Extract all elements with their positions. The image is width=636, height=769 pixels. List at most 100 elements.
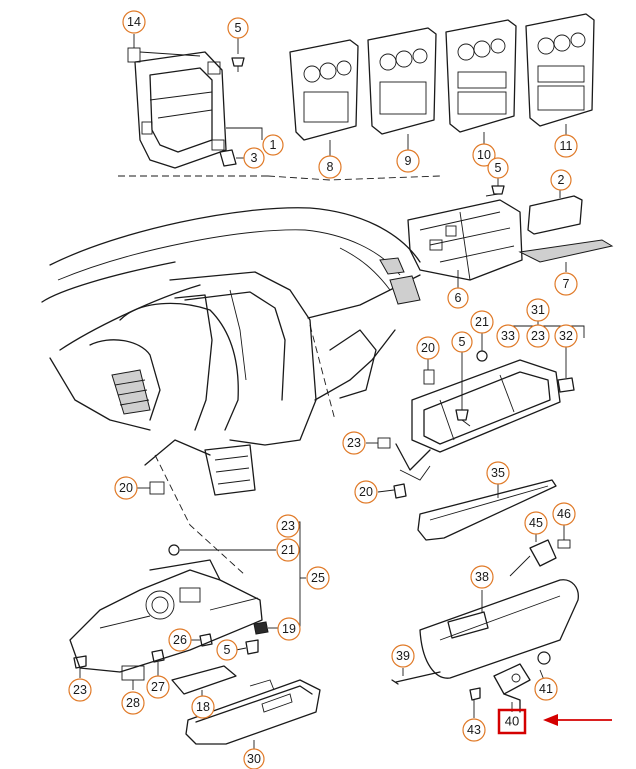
callout-30: 30 <box>243 748 265 769</box>
callout-38: 38 <box>470 565 494 589</box>
callout-45: 45 <box>524 511 548 535</box>
callout-3: 3 <box>243 147 265 169</box>
callout-20: 20 <box>114 476 138 500</box>
callout-23: 23 <box>526 324 550 348</box>
callout-21: 21 <box>276 538 300 562</box>
part-trim-bezel-10 <box>445 19 517 146</box>
callout-10: 10 <box>472 143 496 167</box>
svg-text:21: 21 <box>475 315 489 329</box>
svg-text:10: 10 <box>477 148 491 162</box>
svg-text:7: 7 <box>563 277 570 291</box>
part-clip-3 <box>219 149 244 167</box>
callout-5: 5 <box>216 639 238 661</box>
svg-text:26: 26 <box>173 633 187 647</box>
callout-32: 32 <box>554 324 578 348</box>
callout-46: 46 <box>552 502 576 526</box>
part-lower-left-panel <box>69 521 306 690</box>
svg-text:19: 19 <box>282 622 296 636</box>
callout-5: 5 <box>227 17 249 39</box>
svg-text:2: 2 <box>558 173 565 187</box>
part-glovebox-lid-38 <box>419 579 579 679</box>
svg-text:3: 3 <box>251 151 258 165</box>
callout-5: 5 <box>451 331 473 353</box>
callout-19: 19 <box>277 617 301 641</box>
callout-21: 21 <box>470 310 494 334</box>
callout-7: 7 <box>554 272 578 296</box>
part-screw-43 <box>469 687 481 718</box>
svg-text:32: 32 <box>559 329 573 343</box>
callout-33: 33 <box>496 324 520 348</box>
callout-23: 23 <box>342 431 366 455</box>
dashed-outline <box>118 175 441 576</box>
svg-text:6: 6 <box>455 291 462 305</box>
highlight-arrow <box>543 714 612 726</box>
part-trim-bezel-9 <box>367 27 437 150</box>
part-radio-bracket-6 <box>407 199 523 290</box>
svg-text:1: 1 <box>270 138 277 152</box>
callout-35: 35 <box>486 461 510 485</box>
callout-28: 28 <box>121 691 145 715</box>
callout-26: 26 <box>168 628 192 652</box>
callout-18: 18 <box>191 695 215 719</box>
callout-43: 43 <box>462 718 486 742</box>
callout-41: 41 <box>534 677 558 701</box>
svg-text:20: 20 <box>421 341 435 355</box>
svg-text:35: 35 <box>491 466 505 480</box>
part-mat-7 <box>518 239 614 272</box>
svg-text:27: 27 <box>151 680 165 694</box>
svg-text:33: 33 <box>501 329 515 343</box>
part-flap-18 <box>171 665 237 696</box>
part-radio-mounting-frame <box>127 34 263 169</box>
svg-text:39: 39 <box>396 649 410 663</box>
svg-text:31: 31 <box>531 303 545 317</box>
part-trim-strip-35 <box>417 479 557 541</box>
part-trim-bezel-8 <box>289 39 359 156</box>
svg-text:41: 41 <box>539 682 553 696</box>
part-pin-39 <box>391 668 441 685</box>
part-dashboard-main <box>41 207 421 496</box>
svg-text:20: 20 <box>119 481 133 495</box>
svg-text:28: 28 <box>126 696 140 710</box>
callout-23: 23 <box>68 678 92 702</box>
svg-text:20: 20 <box>359 485 373 499</box>
callout-1: 1 <box>262 134 284 156</box>
svg-text:30: 30 <box>247 752 261 766</box>
callout-27: 27 <box>146 675 170 699</box>
callout-6: 6 <box>447 287 469 309</box>
svg-text:38: 38 <box>475 570 489 584</box>
part-trim-bezel-11 <box>525 13 595 136</box>
part-cover-2 <box>527 190 583 235</box>
callout-20: 20 <box>354 480 378 504</box>
svg-text:5: 5 <box>235 21 242 35</box>
callout-9: 9 <box>396 149 420 173</box>
callout-11: 11 <box>554 134 578 158</box>
svg-text:9: 9 <box>405 154 412 168</box>
callout-31: 31 <box>526 298 550 322</box>
callout-23: 23 <box>276 514 300 538</box>
callout-8: 8 <box>318 155 342 179</box>
svg-text:5: 5 <box>495 161 502 175</box>
svg-text:18: 18 <box>196 700 210 714</box>
part-screw-top <box>231 38 245 72</box>
svg-text:21: 21 <box>281 543 295 557</box>
svg-text:5: 5 <box>224 643 231 657</box>
svg-text:40: 40 <box>505 714 519 729</box>
callout-39: 39 <box>391 644 415 668</box>
svg-text:23: 23 <box>73 683 87 697</box>
part-latch-45 <box>509 524 571 577</box>
callout-5: 5 <box>487 157 509 179</box>
part-lower-glovebox-30 <box>185 679 321 752</box>
svg-text:23: 23 <box>347 436 361 450</box>
callout-2: 2 <box>550 169 572 191</box>
svg-text:46: 46 <box>557 507 571 521</box>
svg-text:25: 25 <box>311 571 325 585</box>
svg-text:23: 23 <box>281 519 295 533</box>
highlighted-part-40[interactable]: 40 <box>497 708 527 735</box>
svg-text:8: 8 <box>327 160 334 174</box>
part-glovebox-upper <box>366 320 585 481</box>
svg-text:11: 11 <box>560 139 573 153</box>
part-screw-mid <box>485 178 505 197</box>
part-lock-40 <box>493 651 551 713</box>
part-clip-20-mid <box>377 483 407 499</box>
